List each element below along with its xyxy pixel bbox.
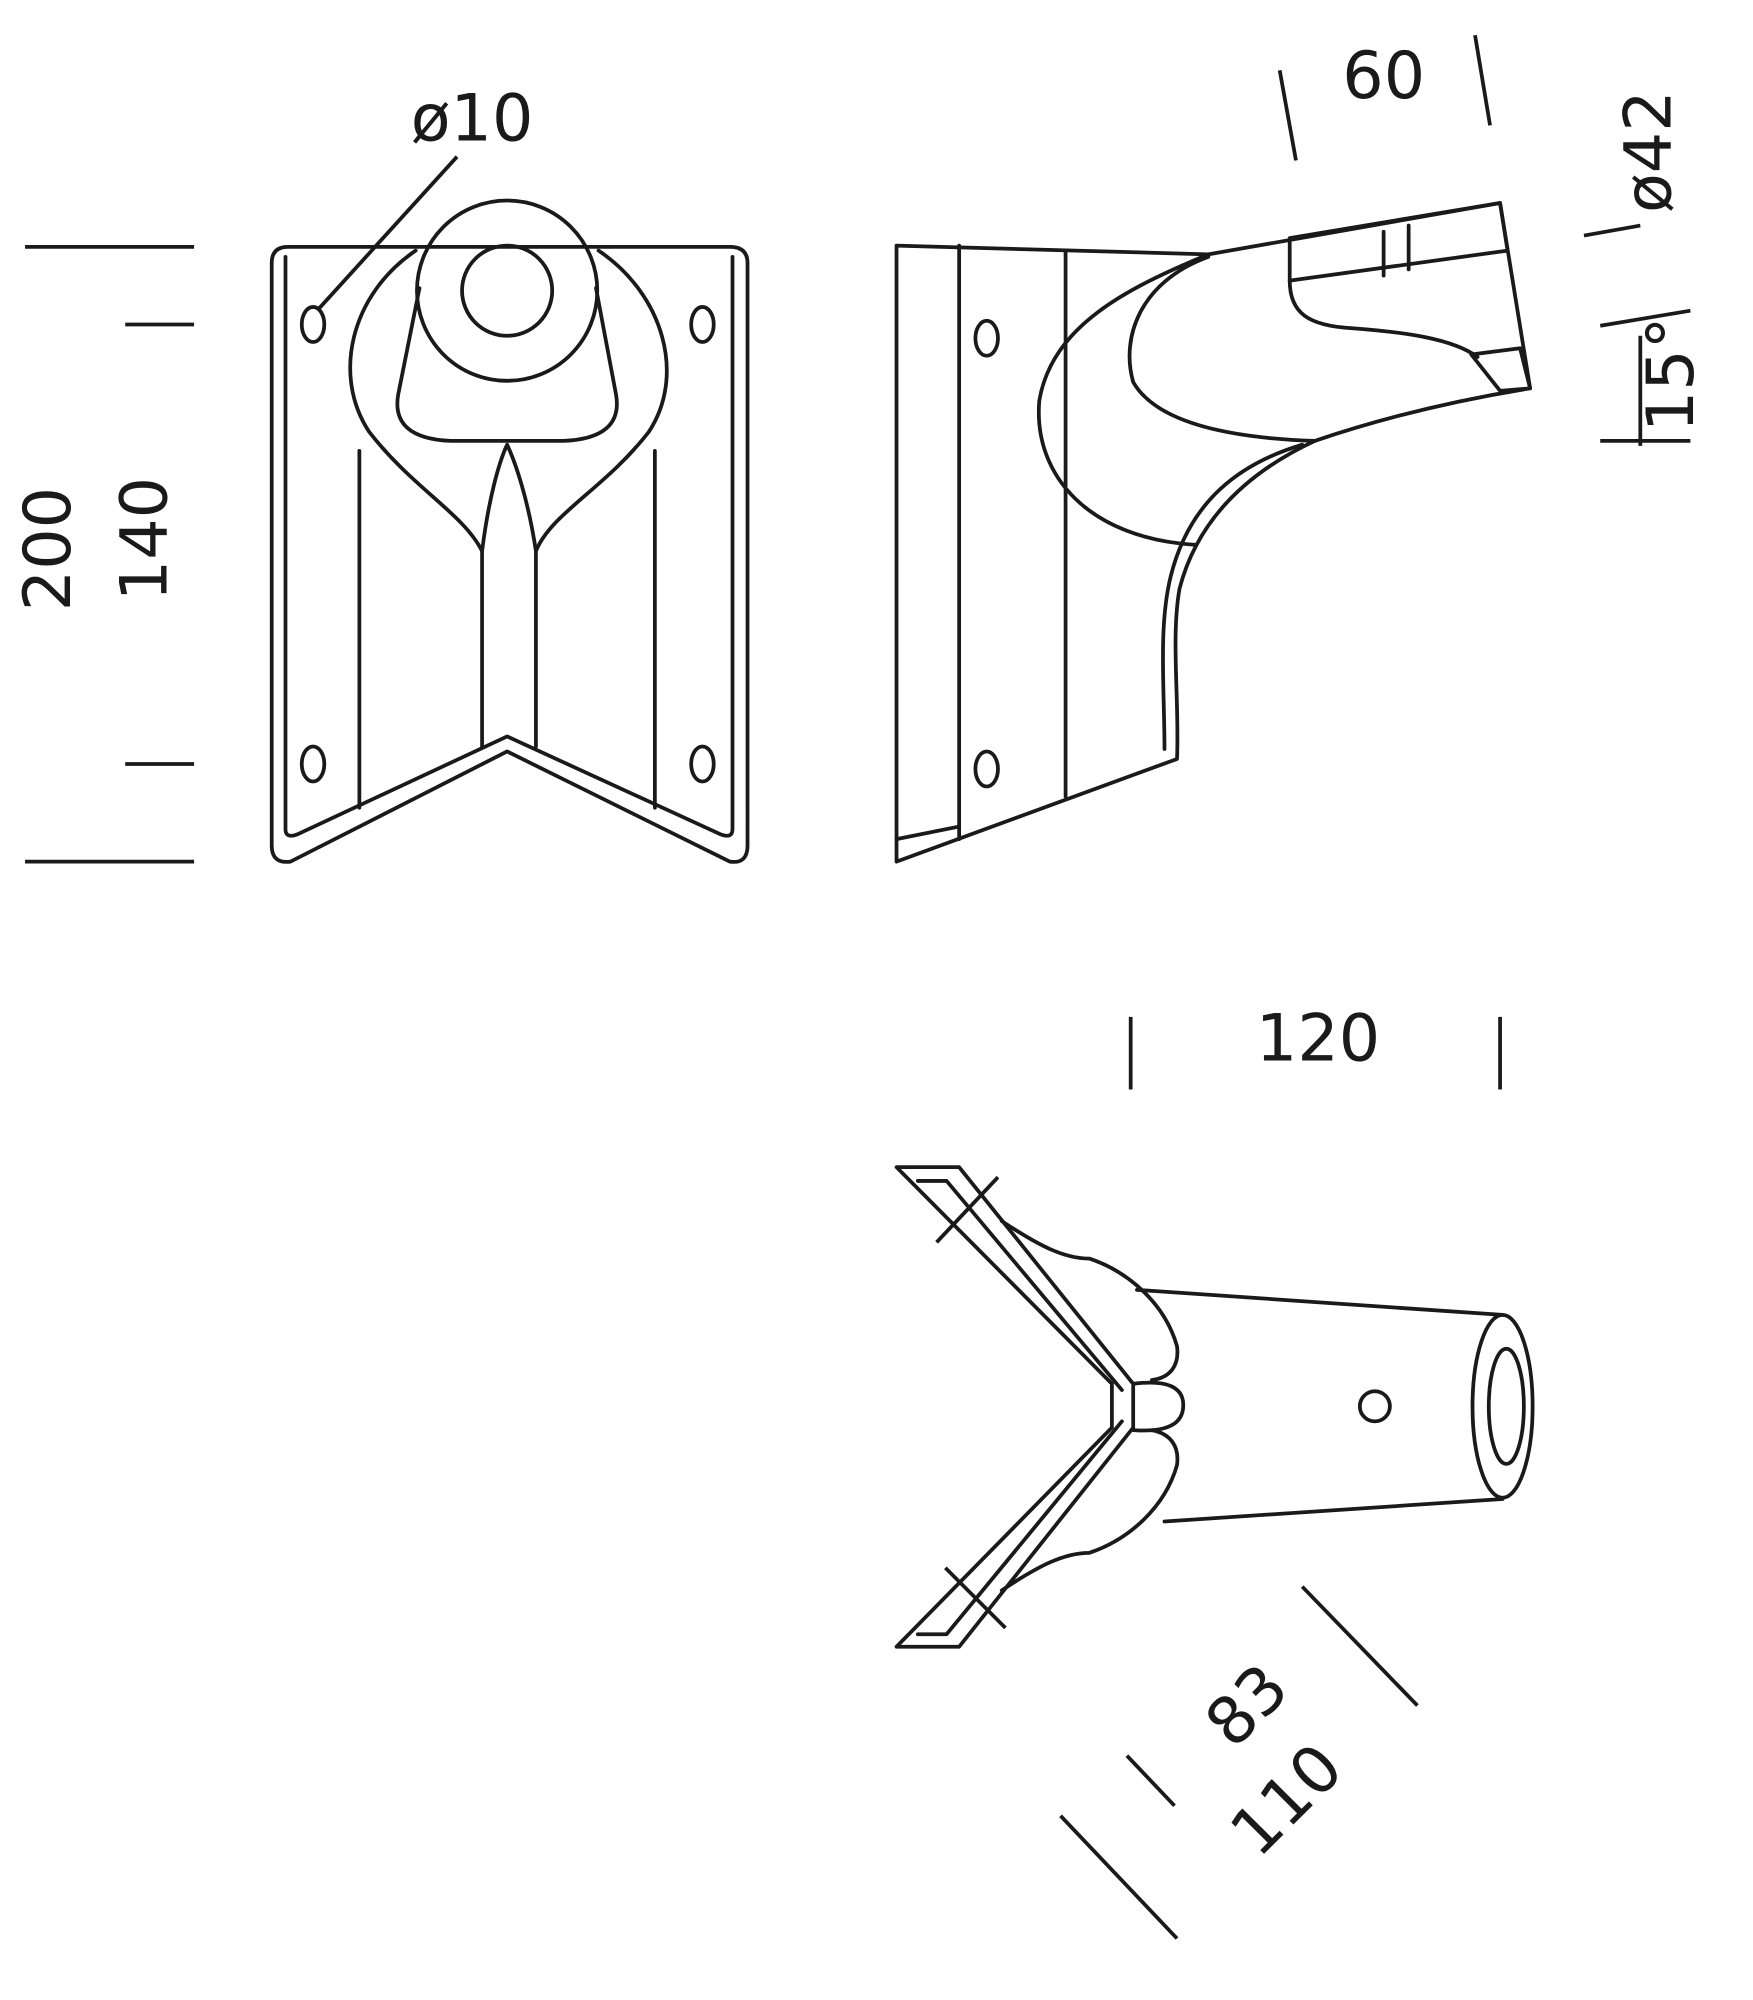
mounting-hole (973, 749, 1000, 789)
bulb-outline (348, 248, 669, 749)
mounting-hole (299, 744, 327, 784)
top-view: 120 83 110 (894, 1002, 1535, 1940)
side-body-edge (1161, 442, 1305, 751)
hole-spacing-label: 140 (108, 477, 183, 601)
tube-base (395, 286, 619, 443)
tube-section-hatch (1469, 346, 1532, 393)
dim-line (1473, 34, 1492, 126)
v-plate-inner (915, 1179, 1124, 1637)
front-view: ø10 200 140 (11, 81, 750, 864)
mounting-hole (973, 318, 1000, 358)
tube-bore-circle (460, 243, 555, 338)
dim-line (1277, 69, 1298, 161)
tube-end (1470, 1313, 1535, 1500)
tube-outer-circle (415, 198, 600, 383)
side-bulb (1036, 252, 1211, 547)
hole-diameter-label: ø10 (411, 81, 534, 156)
upper-web (999, 1219, 1180, 1382)
plate-outline (269, 244, 750, 864)
v-plate (894, 1165, 1136, 1649)
lower-web (999, 1428, 1180, 1593)
tube-section-hatch (1287, 201, 1510, 283)
leader-line (317, 155, 459, 310)
center-rib (480, 442, 538, 553)
plate-inner-edge (283, 254, 735, 838)
tick-line (935, 1175, 1000, 1244)
tube-bore (1287, 278, 1480, 359)
dim-line (1125, 1754, 1176, 1808)
tick-line (944, 1566, 1007, 1630)
tube-angle-label: 15° (1634, 317, 1709, 432)
inner-depth-label: 83 (1192, 1650, 1304, 1762)
mounting-hole (689, 305, 716, 344)
tube-diameter-label: ø42 (1611, 90, 1686, 213)
tube-body (1135, 1287, 1505, 1524)
mounting-hole (689, 744, 716, 784)
tube-bore (1486, 1346, 1526, 1466)
side-bulb-inner (1127, 254, 1317, 443)
side-plate (894, 201, 1532, 864)
dim-line (1300, 1585, 1419, 1707)
tube-length-label: 60 (1342, 39, 1425, 114)
dim-line (1059, 1814, 1179, 1940)
dim-line (1583, 223, 1641, 238)
overall-height-label: 200 (11, 487, 86, 611)
set-screw-hole (1357, 1389, 1392, 1424)
projection-label: 120 (1256, 1002, 1380, 1077)
mounting-hole (299, 305, 327, 344)
center-boss (1131, 1380, 1186, 1433)
side-view: 60 ø42 15° (894, 34, 1709, 864)
plate-edge (894, 824, 962, 841)
dim-line (1599, 308, 1691, 328)
